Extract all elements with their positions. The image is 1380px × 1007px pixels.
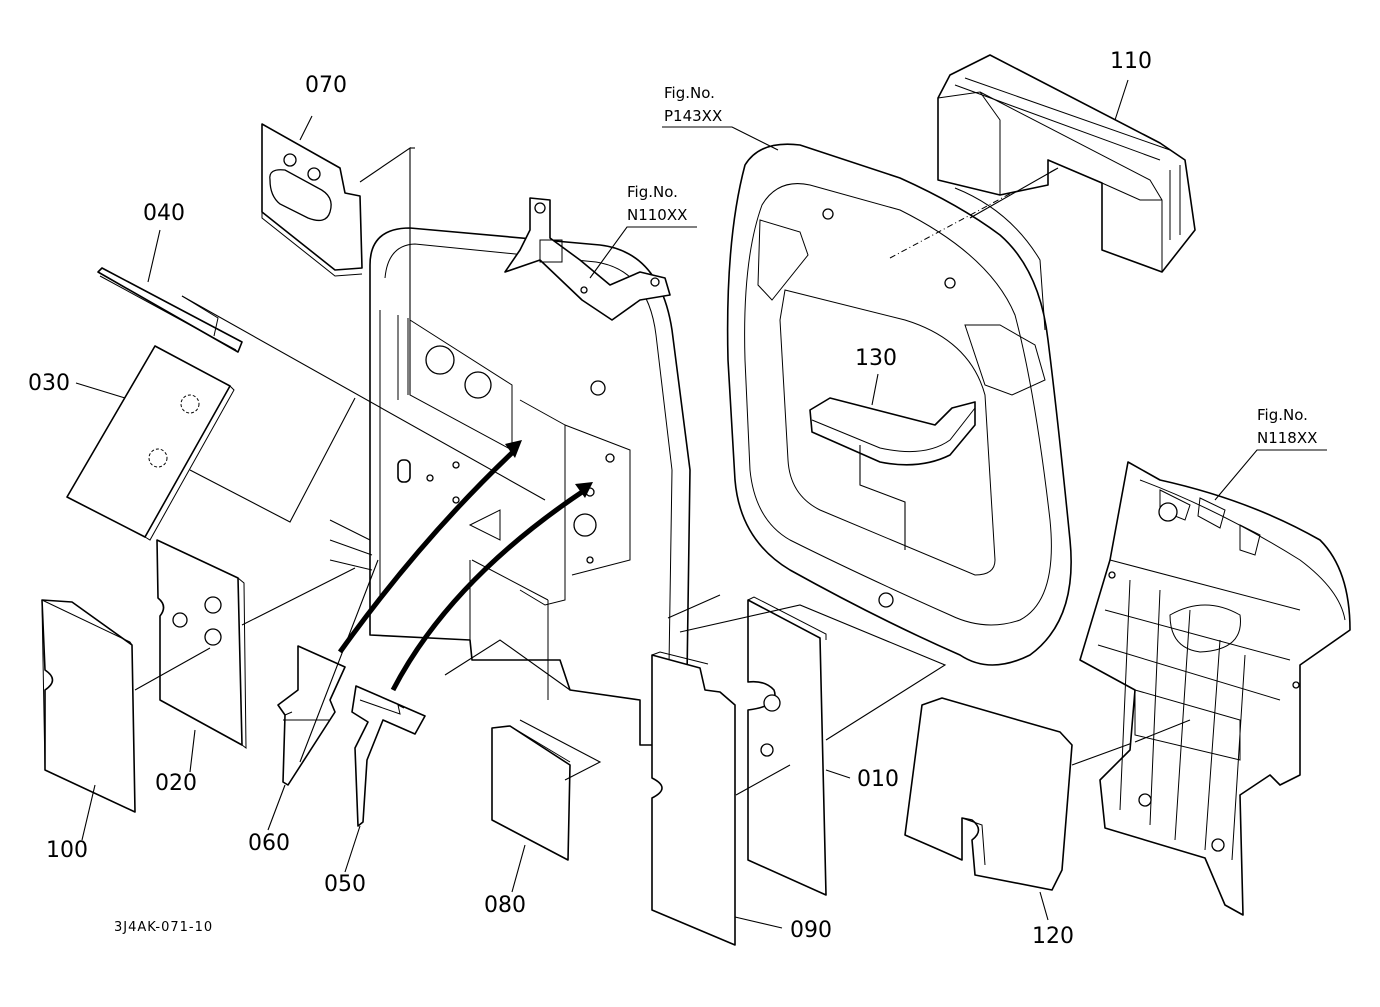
part-090 [651, 594, 783, 946]
part-040 [97, 229, 546, 501]
part-080 [444, 639, 602, 893]
fig-ref-p143-number: P143XX [664, 107, 722, 125]
label-100: 100 [46, 838, 88, 863]
label-050: 050 [324, 872, 366, 897]
fig-ref-n110-title: Fig.No. [627, 183, 678, 201]
label-010: 010 [857, 767, 899, 792]
drawing-code: 3J4AK-071-10 [114, 920, 213, 935]
label-130: 130 [855, 346, 897, 371]
label-070: 070 [305, 73, 347, 98]
fig-ref-n118-number: N118XX [1257, 429, 1317, 447]
fig-ref-n118: Fig.No. N118XX [1214, 406, 1327, 501]
part-130 [809, 373, 976, 550]
part-030 [66, 345, 356, 541]
label-080: 080 [484, 893, 526, 918]
fig-ref-p143: Fig.No. P143XX [662, 84, 779, 151]
label-020: 020 [155, 771, 197, 796]
label-040: 040 [143, 201, 185, 226]
part-070 [261, 115, 415, 395]
part-060 [267, 559, 379, 831]
label-120: 120 [1032, 924, 1074, 949]
label-030: 030 [28, 371, 70, 396]
fig-ref-n110-number: N110XX [627, 206, 687, 224]
fig-ref-p143-title: Fig.No. [664, 84, 715, 102]
part-010 [679, 596, 947, 896]
door-panel [726, 143, 1072, 666]
part-120 [904, 697, 1136, 921]
label-110: 110 [1110, 49, 1152, 74]
part-100 [41, 599, 136, 841]
part-020 [134, 539, 356, 773]
label-090: 090 [790, 918, 832, 943]
cabin-frame [329, 197, 691, 746]
assembly-arrows [337, 440, 593, 692]
fig-ref-n118-title: Fig.No. [1257, 406, 1308, 424]
part-050 [344, 685, 426, 873]
floor-plate [1079, 461, 1351, 916]
fig-ref-n110: Fig.No. N110XX [589, 183, 697, 279]
label-060: 060 [248, 831, 290, 856]
part-110 [937, 54, 1196, 273]
